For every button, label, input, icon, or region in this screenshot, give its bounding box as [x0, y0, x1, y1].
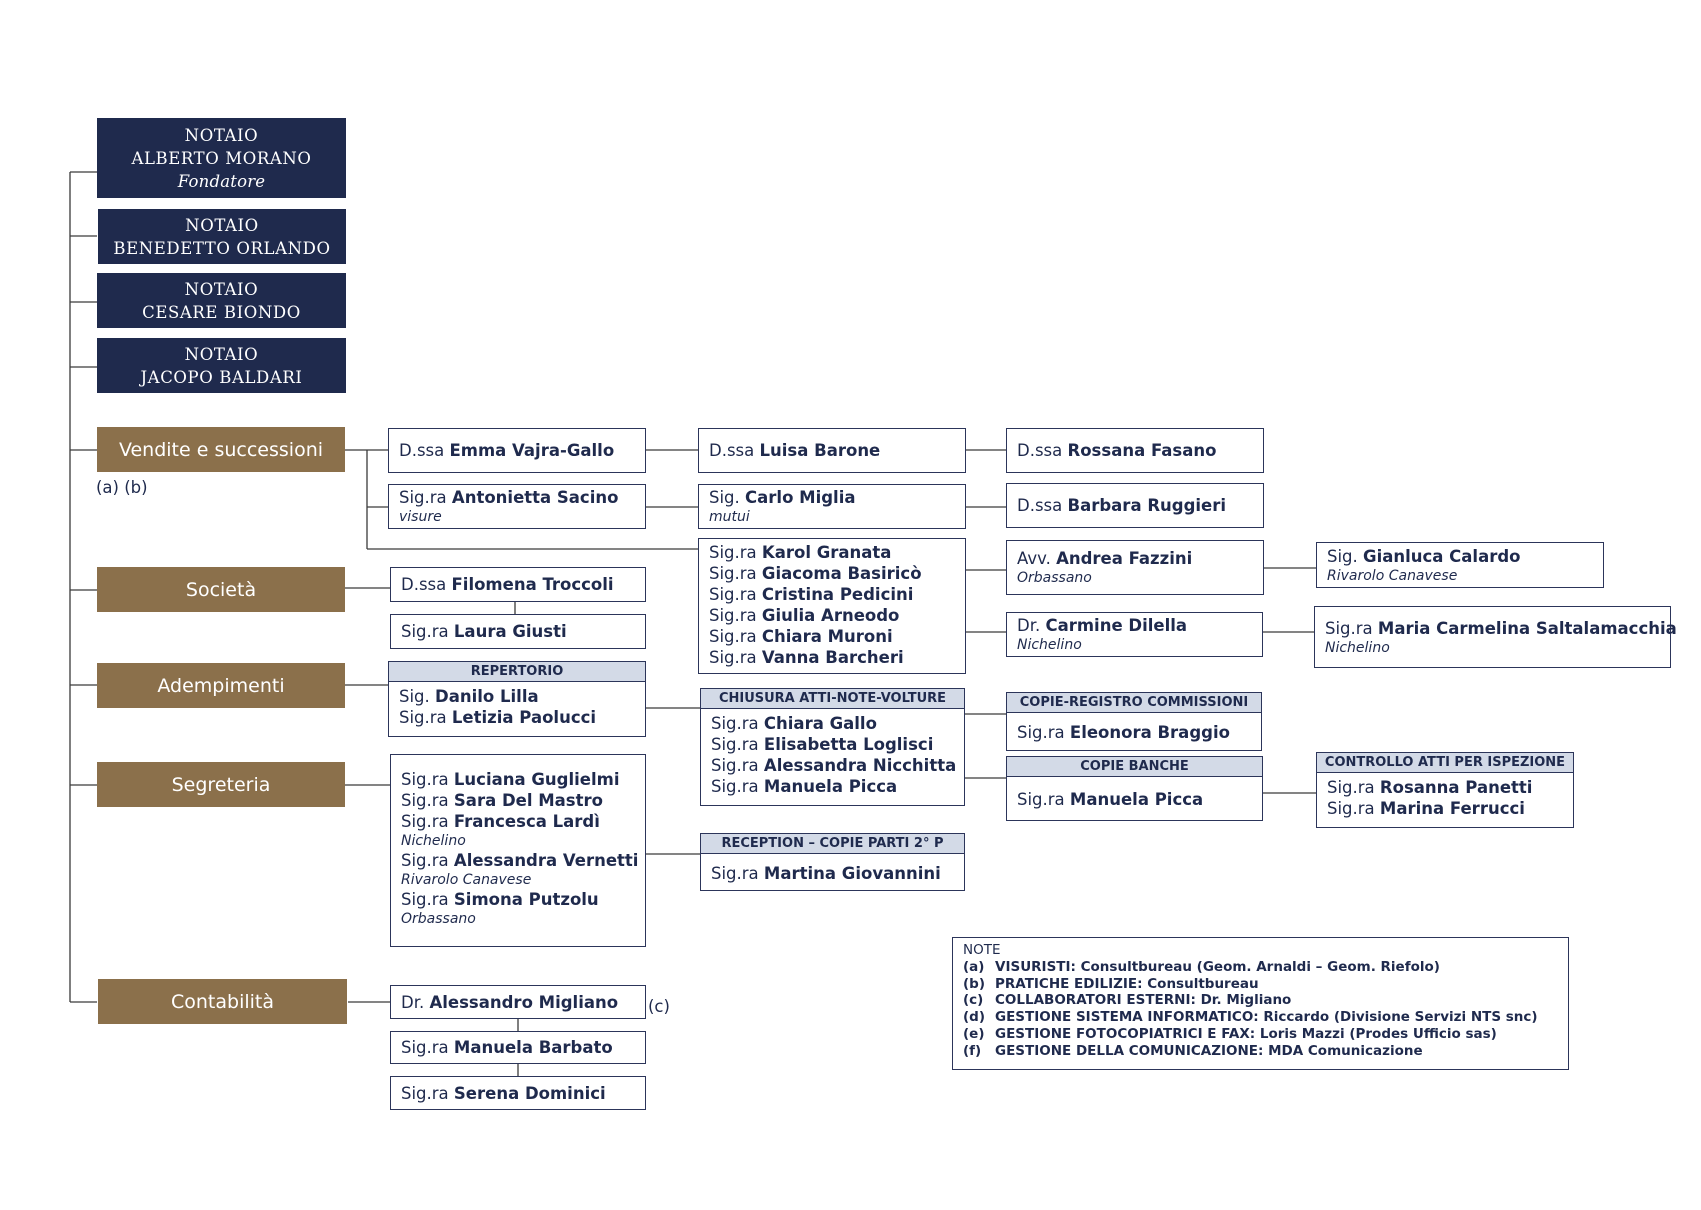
team-box-chiusura-atti: CHIUSURA ATTI-NOTE-VOLTURE Sig.ra Chiara…	[700, 688, 965, 806]
notaio-label: NOTAIO	[184, 279, 259, 299]
team-box-copie-registro: COPIE-REGISTRO COMMISSIONI Sig.ra Eleono…	[1006, 692, 1262, 751]
person-box-barone: D.ssa Luisa Barone	[698, 428, 966, 473]
person-entry: D.ssa Rossana Fasano	[1017, 441, 1217, 460]
team-box-copie-banche: COPIE BANCHE Sig.ra Manuela Picca	[1006, 756, 1263, 821]
person-entry: Sig.ra Eleonora Braggio	[1017, 723, 1230, 742]
notaio-role: Fondatore	[177, 171, 266, 191]
person-entry: Sig.ra Chiara Muroni	[709, 627, 893, 646]
person-entry: Sig.ra Chiara Gallo	[711, 714, 877, 733]
person-entry: Sig.ra Luciana Guglielmi	[401, 770, 620, 789]
notaio-name: BENEDETTO ORLANDO	[113, 238, 331, 258]
person-entry: D.ssa Luisa Barone	[709, 441, 881, 460]
dept-vendite-successioni: Vendite e successioni	[97, 427, 345, 472]
notes-ref-ab: (a) (b)	[96, 478, 148, 497]
person-entry: Sig. Danilo Lilla	[399, 687, 539, 706]
person-entry: Sig.ra Manuela Picca	[711, 777, 898, 796]
person-entry: Sig.ra Martina Giovannini	[711, 864, 941, 883]
notaio-box-baldari: NOTAIO JACOPO BALDARI	[97, 338, 346, 393]
person-box-troccoli: D.ssa Filomena Troccoli	[390, 567, 646, 602]
dept-adempimenti: Adempimenti	[97, 663, 345, 708]
person-box-granata-group: Sig.ra Karol Granata Sig.ra Giacoma Basi…	[698, 538, 966, 674]
dept-societa: Società	[97, 567, 345, 612]
person-entry: D.ssa Barbara Ruggieri	[1017, 496, 1227, 515]
person-entry: Sig.ra Alessandra Nicchitta	[711, 756, 957, 775]
notaio-label: NOTAIO	[184, 125, 259, 145]
team-header: COPIE-REGISTRO COMMISSIONI	[1007, 693, 1261, 713]
notaio-box-morano: NOTAIO ALBERTO MORANO Fondatore	[97, 118, 346, 198]
person-box-migliano: Dr. Alessandro Migliano	[390, 985, 646, 1019]
note-item: (a)VISURISTI: Consultbureau (Geom. Arnal…	[963, 958, 1440, 975]
note-item: (c)COLLABORATORI ESTERNI: Dr. Migliano	[963, 992, 1292, 1009]
team-box-controllo-atti: CONTROLLO ATTI PER ISPEZIONE Sig.ra Rosa…	[1316, 752, 1574, 828]
person-entry: Sig.ra Sara Del Mastro	[401, 791, 603, 810]
note-item: (d)GESTIONE SISTEMA INFORMATICO: Riccard…	[963, 1009, 1538, 1026]
notes-box: NOTE (a)VISURISTI: Consultbureau (Geom. …	[952, 937, 1569, 1070]
notaio-label: NOTAIO	[184, 344, 259, 364]
person-entry: Sig.ra Letizia Paolucci	[399, 708, 597, 727]
dept-contabilita: Contabilità	[98, 979, 347, 1024]
person-entry: D.ssa Filomena Troccoli	[401, 575, 614, 594]
person-entry: Sig.ra Serena Dominici	[401, 1083, 606, 1103]
person-entry: Sig.ra Manuela Picca	[1017, 790, 1204, 809]
person-box-barbato: Sig.ra Manuela Barbato	[390, 1031, 646, 1064]
person-entry: Dr. Alessandro Migliano	[401, 992, 619, 1012]
team-box-repertorio: REPERTORIO Sig. Danilo Lilla Sig.ra Leti…	[388, 661, 646, 737]
team-header: RECEPTION – COPIE PARTI 2° P	[701, 834, 964, 854]
person-entry: Sig.ra Cristina Pedicini	[709, 585, 914, 604]
person-entry: Sig.ra Manuela Barbato	[401, 1038, 613, 1057]
person-box-dominici: Sig.ra Serena Dominici	[390, 1076, 646, 1110]
person-entry: Sig.ra Marina Ferrucci	[1327, 799, 1525, 818]
notes-ref-c: (c)	[648, 997, 670, 1016]
person-entry: Sig.ra Laura Giusti	[401, 622, 567, 641]
person-box-giusti: Sig.ra Laura Giusti	[390, 614, 646, 649]
notaio-name: CESARE BIONDO	[142, 302, 301, 322]
team-header: REPERTORIO	[389, 662, 645, 682]
notaio-name: JACOPO BALDARI	[140, 367, 303, 387]
notaio-name: ALBERTO MORANO	[131, 148, 312, 168]
person-entry: Sig.ra Rosanna Panetti	[1327, 778, 1533, 797]
note-item: (b)PRATICHE EDILIZIE: Consultbureau	[963, 975, 1259, 992]
person-box-vajra-gallo: D.ssa Emma Vajra-Gallo	[388, 428, 646, 473]
note-item: (f)GESTIONE DELLA COMUNICAZIONE: MDA Com…	[963, 1042, 1423, 1059]
person-entry: D.ssa Emma Vajra-Gallo	[399, 441, 615, 460]
note-item: (e)GESTIONE FOTOCOPIATRICI E FAX: Loris …	[963, 1025, 1497, 1042]
team-box-reception: RECEPTION – COPIE PARTI 2° P Sig.ra Mart…	[700, 833, 965, 891]
person-box-ruggieri: D.ssa Barbara Ruggieri	[1006, 483, 1264, 528]
notes-title: NOTE	[963, 942, 1001, 958]
notaio-box-biondo: NOTAIO CESARE BIONDO	[97, 273, 346, 328]
person-box-fasano: D.ssa Rossana Fasano	[1006, 428, 1264, 473]
dept-segreteria: Segreteria	[97, 762, 345, 807]
notaio-box-orlando: NOTAIO BENEDETTO ORLANDO	[98, 209, 346, 264]
person-entry: Sig.ra Karol Granata	[709, 543, 892, 562]
person-entry: Sig.ra Giacoma Basiricò	[709, 564, 922, 583]
person-entry: Sig.ra Giulia Arneodo	[709, 606, 900, 625]
person-entry: Sig.ra Vanna Barcheri	[709, 648, 904, 667]
person-box-segreteria-group: Sig.ra Luciana Guglielmi Sig.ra Sara Del…	[390, 754, 646, 947]
team-header: CHIUSURA ATTI-NOTE-VOLTURE	[701, 689, 964, 709]
person-entry: Sig.ra Elisabetta Loglisci	[711, 735, 934, 754]
team-header: CONTROLLO ATTI PER ISPEZIONE	[1317, 753, 1573, 773]
notaio-label: NOTAIO	[185, 215, 259, 235]
team-header: COPIE BANCHE	[1007, 757, 1262, 777]
